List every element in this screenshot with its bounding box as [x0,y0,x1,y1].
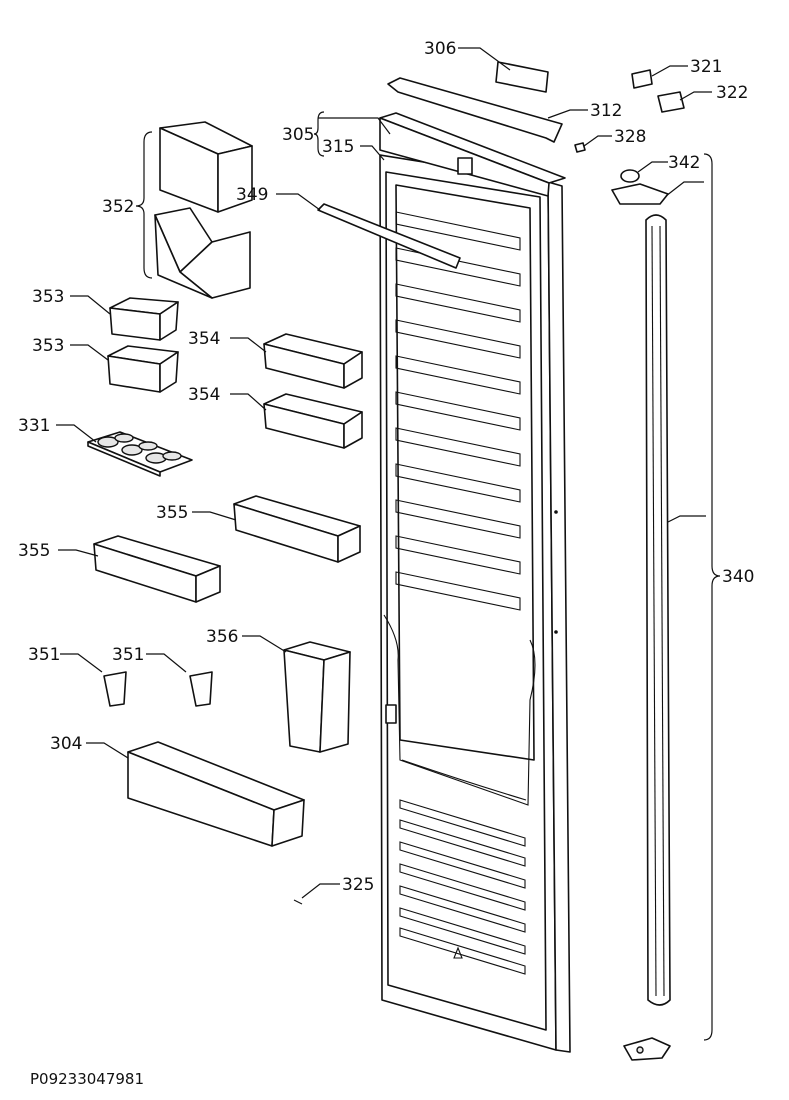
caps [631,69,685,113]
shelf-box-lower [263,393,363,449]
label-312: 312 [590,101,622,121]
door-strip [317,203,461,269]
label-322: 322 [716,83,748,103]
shelf-clip-right [189,671,213,707]
shelf-box-upper [263,333,363,389]
label-342: 342 [668,153,700,173]
small-box-upper [109,297,179,341]
label-355-lower: 355 [18,541,50,561]
label-321: 321 [690,57,722,77]
label-349: 349 [236,185,268,205]
small-clip [574,142,586,153]
label-306: 306 [424,39,456,59]
leader-lines [56,47,712,899]
label-331: 331 [18,416,50,436]
label-325: 325 [342,875,374,895]
top-cover-bar [387,77,563,143]
door-shelf-upper [233,495,361,563]
top-hinge [611,169,669,205]
egg-tray [87,431,193,477]
label-305: 305 [282,125,314,145]
reference-code: P09233047981 [30,1070,144,1088]
label-353-upper: 353 [32,287,64,307]
door-shelf-lower [93,535,221,603]
label-315: 315 [322,137,354,157]
label-353-lower: 353 [32,336,64,356]
label-352: 352 [102,197,134,217]
label-340: 340 [722,567,754,587]
label-354-lower: 354 [188,385,220,405]
label-356: 356 [206,627,238,647]
label-351-left: 351 [28,645,60,665]
part-labels: 306 321 322 305 312 328 315 342 349 352 … [18,39,754,895]
shelf-clip-left [103,671,127,707]
dairy-compartment [154,121,253,299]
door-gasket [645,214,671,1006]
bottom-hinge [623,1037,671,1061]
bottom-door-shelf [127,741,305,847]
bottle-holder [283,641,351,753]
label-354-upper: 354 [188,329,220,349]
label-304: 304 [50,734,82,754]
screw [293,899,303,905]
small-box-lower [107,345,179,393]
braces [135,111,721,1041]
label-328: 328 [614,127,646,147]
label-351-right: 351 [112,645,144,665]
label-355-upper: 355 [156,503,188,523]
label-plate [495,61,549,93]
door-panel [379,112,571,1053]
